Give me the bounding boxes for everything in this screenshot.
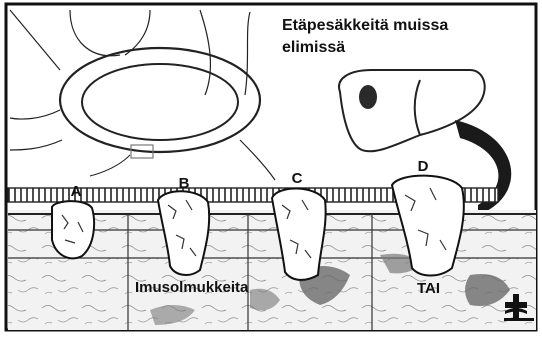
stage-label-b: B — [179, 175, 190, 192]
stage-label-d: D — [418, 158, 429, 175]
or-label: TAI — [417, 280, 440, 297]
title-line-2: elimissä — [282, 39, 345, 56]
lymph-node-label: Imusolmukkeita — [135, 279, 249, 296]
liver-metastasis-spot — [359, 85, 377, 109]
stage-label-a: A — [71, 183, 82, 200]
stage-label-c: C — [292, 170, 303, 187]
tumor-stage-a — [52, 201, 94, 258]
title-line-1: Etäpesäkkeitä muissa — [282, 17, 448, 34]
